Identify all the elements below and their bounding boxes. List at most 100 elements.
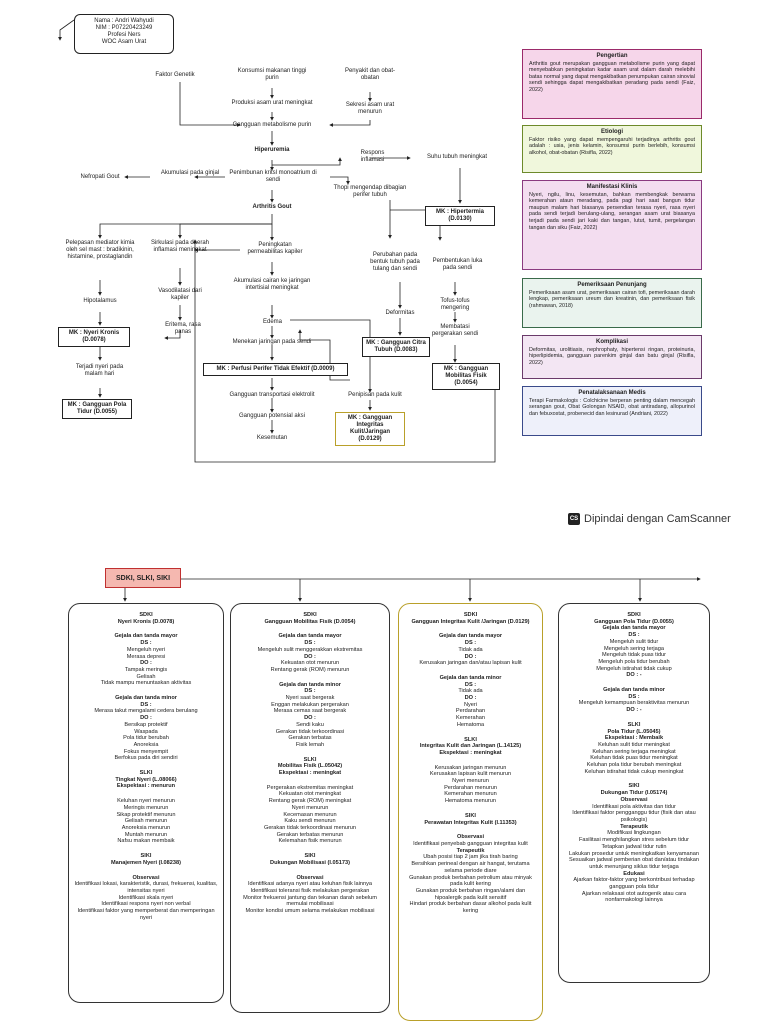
camscanner-logo-icon: CS [568,513,580,525]
column-item: Fasilitasi menghilangkan stres sebelum t… [578,837,690,844]
column-item: Kerusakan jaringan menurun [434,764,507,771]
column-item: Kemerahan menurun [444,791,497,798]
column-heading: Pola Tidur (L.05045) [607,728,661,735]
column-item: Tampak meringis [124,666,168,673]
column-item: Ajarkan relaksasi otot autogenik atau ca… [581,890,687,904]
side-title: Manifestasi Klinis [586,184,638,190]
column-heading: Gejala dan tanda mayor [438,633,503,640]
side-box-manifestasi: Manifestasi Klinis Nyeri, ngilu, linu, k… [522,180,702,270]
spacer [403,805,538,813]
column-item: Identifikasi respons nyeri non verbal [101,901,191,908]
node-penipisan: Penipisan pada kulit [348,392,402,398]
node-kesemutan: Kesemutan [256,435,288,441]
column-item: Ajarkan faktor-faktor yang berkontribusi… [573,877,695,891]
column-item: Tetapkan jadwal tidur rutin [601,843,667,850]
column-item: Muntah menurun [124,831,168,838]
node-faktor-genetik: Faktor Genetik [155,72,195,78]
document-title: WOC Asam Urat [101,39,147,45]
column-item: Kemerahan [456,715,485,722]
column-heading: DS : [140,701,152,708]
node-gangguan-metabolisme: Gangguan metabolisme purin [232,122,312,128]
camscanner-watermark: CS Dipindai dengan CamScanner [568,513,731,525]
column-item: Hematoma menurun [445,798,496,805]
column-item: Gerakan tidak terkoordinasi [275,728,345,735]
side-text: Nyeri, ngilu, linu, kesemutan, bahkan me… [529,191,695,231]
column-heading: Gangguan Pola Tidur (D.0055) [594,618,674,625]
node-nefropati: Nefropati Gout [80,174,120,180]
side-box-pengertian: Pengertian Arthritis gout merupakan gang… [522,49,702,119]
column-heading: Observasi [456,834,485,841]
column-heading: DO : [304,653,316,660]
column-item: Nyeri menurun [452,778,489,785]
column-item: Rentang gerak (ROM) meningkat [268,798,352,805]
column-heading: DS : [304,688,316,695]
column-item: Tidak ada [458,688,483,695]
column-item: Kelemahan fisik menurun [278,838,342,845]
column-item: Gerakan tidak terkoordinasi menurun [263,824,357,831]
column-item: Rentang gerak (ROM) menurun [270,666,350,673]
column-item: Monitor kondisi umum selama melakukan mo… [245,908,375,915]
column-item: Monitor frekuensi jantung dan tekanan da… [243,894,377,908]
column-item: Keluhan sering terjaga meningkat [592,748,676,755]
column-heading: Ekspektasi : meningkat [439,749,502,756]
column-item: Identifikasi faktor yang memperberat dan… [77,908,215,921]
column-heading: Mobilitas Fisik (L.05042) [277,763,343,770]
side-box-etiologi: Etiologi Faktor risiko yang dapat mempen… [522,125,702,173]
column-heading: Ekspektasi : Membaik [604,735,664,742]
side-title: Pemeriksaan Penunjang [577,282,647,288]
node-akumulasi-cairan: Akumulasi cairan ke jaringan intertisial… [233,278,311,291]
column-item: Identifikasi skala nyeri [118,894,174,901]
column-item: Kerusakan jaringan dan/atau lapisan kuli… [419,660,522,667]
column-item: Nafsu makan membaik [117,838,175,845]
column-item: Kerusakan lapisan kulit menurun [429,771,512,778]
spacer [235,777,385,785]
node-produksi: Produksi asam urat meningkat [231,100,313,106]
node-penimbunan: Penimbunan kritsl monoatrium di sendi [229,170,317,183]
spacer [563,714,705,722]
spacer [563,775,705,783]
column-heading: Observasi [620,796,648,803]
column-heading: SIKI [304,853,316,860]
side-text: Deformitas, urolitiasis, nephrophaty, hi… [529,346,695,366]
column-item: Gerakan terbatas menurun [276,831,344,838]
column-heading: Tingkat Nyeri (L.08066) [115,776,177,783]
spacer [235,674,385,682]
spacer [73,867,219,875]
spacer [73,762,219,770]
side-text: Faktor risiko yang dapat mempengaruhi te… [529,136,695,156]
node-pembentukan: Pembentukan luka pada sendi [432,258,483,271]
spacer [235,867,385,875]
author-program: Profesi Ners [107,32,141,38]
column-heading: DO : - [626,707,642,714]
column-item: Gelisah [136,673,156,680]
column-heading: Gejala dan tanda mayor [114,633,178,640]
column-item: Kecemasan menurun [283,811,337,818]
column-heading: Observasi [132,874,160,881]
node-hipotalamus: Hipotalamus [83,298,117,304]
node-menekan: Menekan jaringan pada sendi [232,339,312,345]
column-heading: SDKI [303,612,317,618]
node-membatasi: Membatasi pergerakan sendi [431,324,479,337]
column-heading: SDKI [627,612,641,618]
column-heading: SLKI [303,756,317,763]
node-penyakit: Penyakit dan obat-obatan [344,68,396,81]
node-eritema: Eritema, rasa panas [165,322,201,335]
column-heading: Gejala dan tanda mayor [278,633,342,640]
author-box: Nama : Andri Wahyudi NIM : P07220423249 … [74,14,174,54]
node-perubahan: Perubahan pada bentuk tubuh pada tulang … [370,252,420,272]
column-item: Mengeluh sulit menggerakkan ekstremitas [257,646,363,653]
column-heading: Edukasi [623,870,645,877]
column-heading: Ekspektasi : meningkat [278,770,342,777]
column-heading: Dukungan Mobilisasi (I.05173) [270,859,350,866]
column-heading: SIKI [140,853,152,860]
node-akumulasi: Akumulasi pada ginjal [160,170,220,176]
column-heading: Ekspektasi : menurun [116,783,176,790]
spacer [403,625,538,633]
spacer [73,790,219,798]
node-terjadi-nyeri: Terjadi nyeri pada malam hari [75,364,124,377]
column-item: Gunakan produk berbahan ringan/alami dan… [415,887,526,901]
column-item: Identifikasi penyebab gangguan integrita… [413,840,528,847]
column-heading: Gejala dan tanda minor [603,687,665,694]
